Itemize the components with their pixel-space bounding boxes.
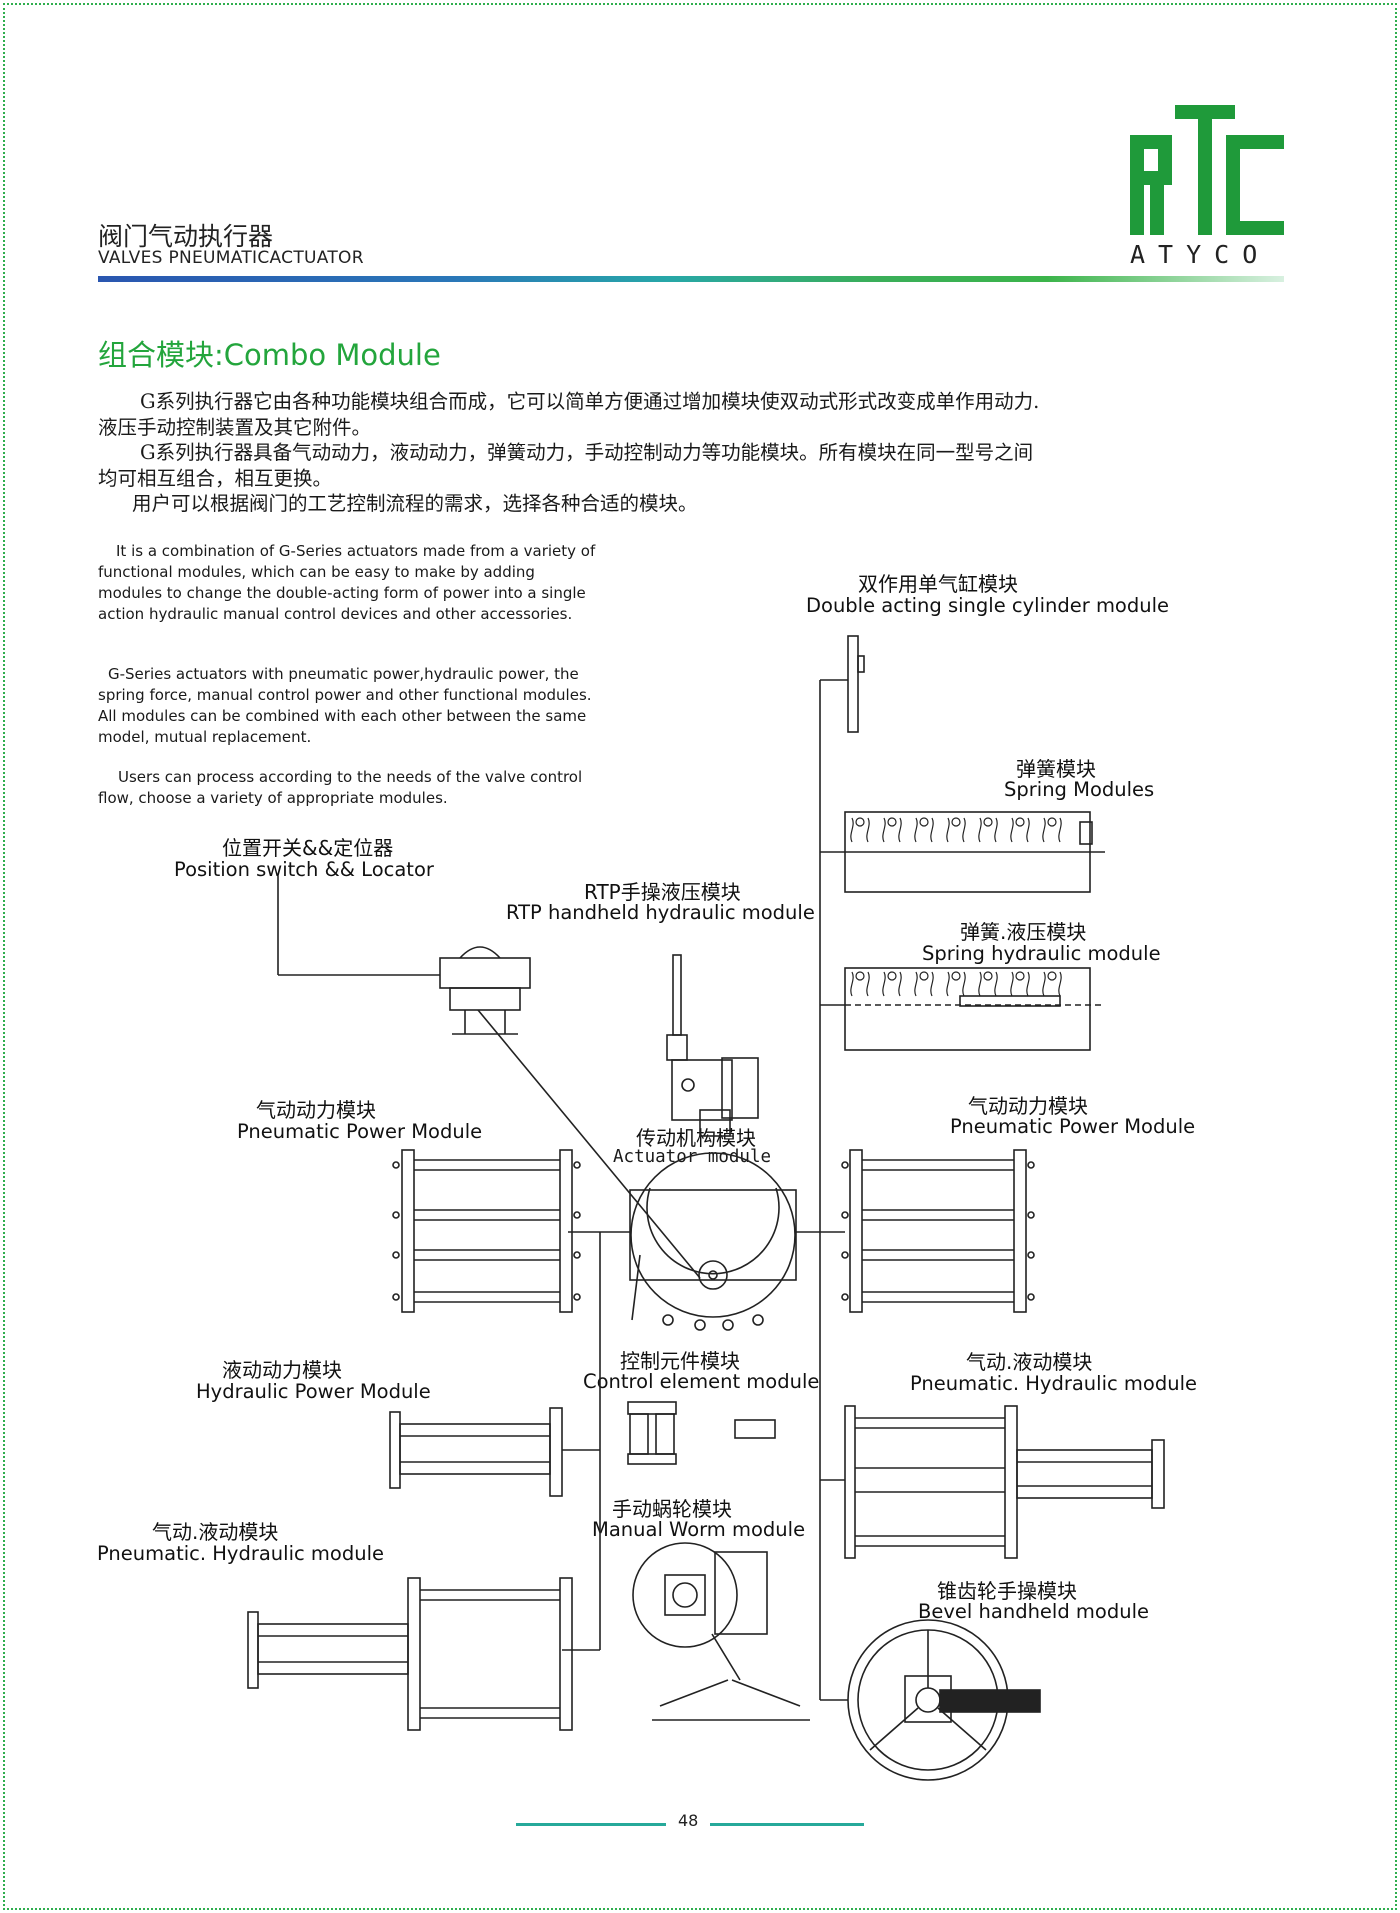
connector-lines (277, 679, 848, 1701)
label-rtp-cn: RTP手操液压模块 (584, 880, 741, 904)
manual-worm-drawing (632, 1542, 810, 1721)
label-pneumatic-hydraulic-right-cn: 气动.液动模块 (966, 1350, 1093, 1374)
label-pneumatic-hydraulic-left-cn: 气动.液动模块 (152, 1520, 279, 1544)
label-manual-worm-cn: 手动蜗轮模块 (612, 1497, 732, 1521)
intro-en-para-1: It is a combination of G-Series actuator… (98, 542, 596, 623)
label-double-acting-cn: 双作用单气缸模块 (858, 572, 1018, 596)
pneumatic-hydraulic-right-drawing (844, 1405, 1165, 1559)
footer-line-right (710, 1823, 864, 1826)
header-title-cn: 阀门气动执行器 (98, 222, 274, 251)
intro-en-para-3: Users can process according to the needs… (98, 768, 583, 807)
label-control-element-en: Control element module (583, 1370, 820, 1393)
label-pneumatic-power-right-cn: 气动动力模块 (968, 1094, 1088, 1118)
intro-cn-line-1: G系列执行器它由各种功能模块组合而成，它可以简单方便通过增加模块使双动式形式改变… (140, 390, 1040, 413)
label-hydraulic-power-en: Hydraulic Power Module (196, 1380, 431, 1403)
spring-hydraulic-module-drawing (844, 967, 1105, 1051)
label-pneumatic-power-left-cn: 气动动力模块 (256, 1098, 376, 1122)
double-acting-module-drawing (847, 635, 865, 733)
label-pneumatic-power-right-en: Pneumatic Power Module (950, 1115, 1196, 1138)
label-hydraulic-power-cn: 液动动力模块 (222, 1358, 342, 1382)
header-gradient-bar (98, 276, 1284, 282)
label-pneumatic-power-left-en: Pneumatic Power Module (237, 1120, 483, 1143)
pneumatic-power-right-drawing (841, 1149, 1035, 1313)
label-position-switch-cn: 位置开关&&定位器 (222, 836, 394, 860)
logo-subtitle: ATYCO (1130, 240, 1271, 269)
intro-cn-line-5: 用户可以根据阀门的工艺控制流程的需求，选择各种合适的模块。 (132, 492, 698, 515)
label-actuator-cn: 传动机构模块 (636, 1126, 756, 1150)
label-control-element-cn: 控制元件模块 (620, 1349, 740, 1373)
label-manual-worm-en: Manual Worm module (592, 1518, 806, 1541)
pneumatic-power-left-drawing (392, 1149, 581, 1313)
label-spring-hydraulic-en: Spring hydraulic module (922, 942, 1161, 965)
label-spring-cn: 弹簧模块 (1016, 757, 1096, 781)
control-element-drawing (627, 1401, 776, 1465)
label-actuator-en: Actuator module (613, 1147, 772, 1167)
intro-cn-line-4: 均可相互组合，相互更换。 (98, 467, 333, 490)
label-pneumatic-hydraulic-right-en: Pneumatic. Hydraulic module (910, 1372, 1197, 1395)
label-double-acting-en: Double acting single cylinder module (806, 594, 1170, 617)
label-position-switch-en: Position switch && Locator (174, 858, 434, 881)
bevel-module-drawing (847, 1619, 1041, 1781)
header-title-en: VALVES PNEUMATICACTUATOR (98, 248, 364, 268)
label-bevel-cn: 锥齿轮手操模块 (937, 1579, 1077, 1603)
label-pneumatic-hydraulic-left-en: Pneumatic. Hydraulic module (97, 1542, 384, 1565)
label-spring-hydraulic-cn: 弹簧.液压模块 (960, 920, 1087, 944)
page-number: 48 (678, 1811, 699, 1830)
label-spring-en: Spring Modules (1004, 778, 1155, 801)
label-bevel-en: Bevel handheld module (918, 1600, 1150, 1623)
position-switch-drawing (439, 946, 531, 1035)
intro-en-para-2: G-Series actuators with pneumatic power,… (98, 665, 592, 746)
pneumatic-hydraulic-left-drawing (247, 1577, 573, 1731)
section-title: 组合模块:Combo Module (98, 338, 441, 372)
footer-line-left (516, 1823, 666, 1826)
rtc-logo (1130, 105, 1284, 235)
rtp-module-drawing (666, 954, 759, 1137)
label-rtp-en: RTP handheld hydraulic module (506, 901, 815, 924)
intro-cn-line-3: G系列执行器具备气动动力，液动动力，弹簧动力，手动控制动力等功能模块。所有模块在… (140, 441, 1034, 464)
hydraulic-power-drawing (389, 1407, 563, 1497)
page-border (3, 3, 1397, 1910)
spring-module-drawing (844, 811, 1105, 893)
actuator-body-drawing (629, 1152, 797, 1331)
intro-cn-line-2: 液压手动控制装置及其它附件。 (98, 416, 372, 439)
